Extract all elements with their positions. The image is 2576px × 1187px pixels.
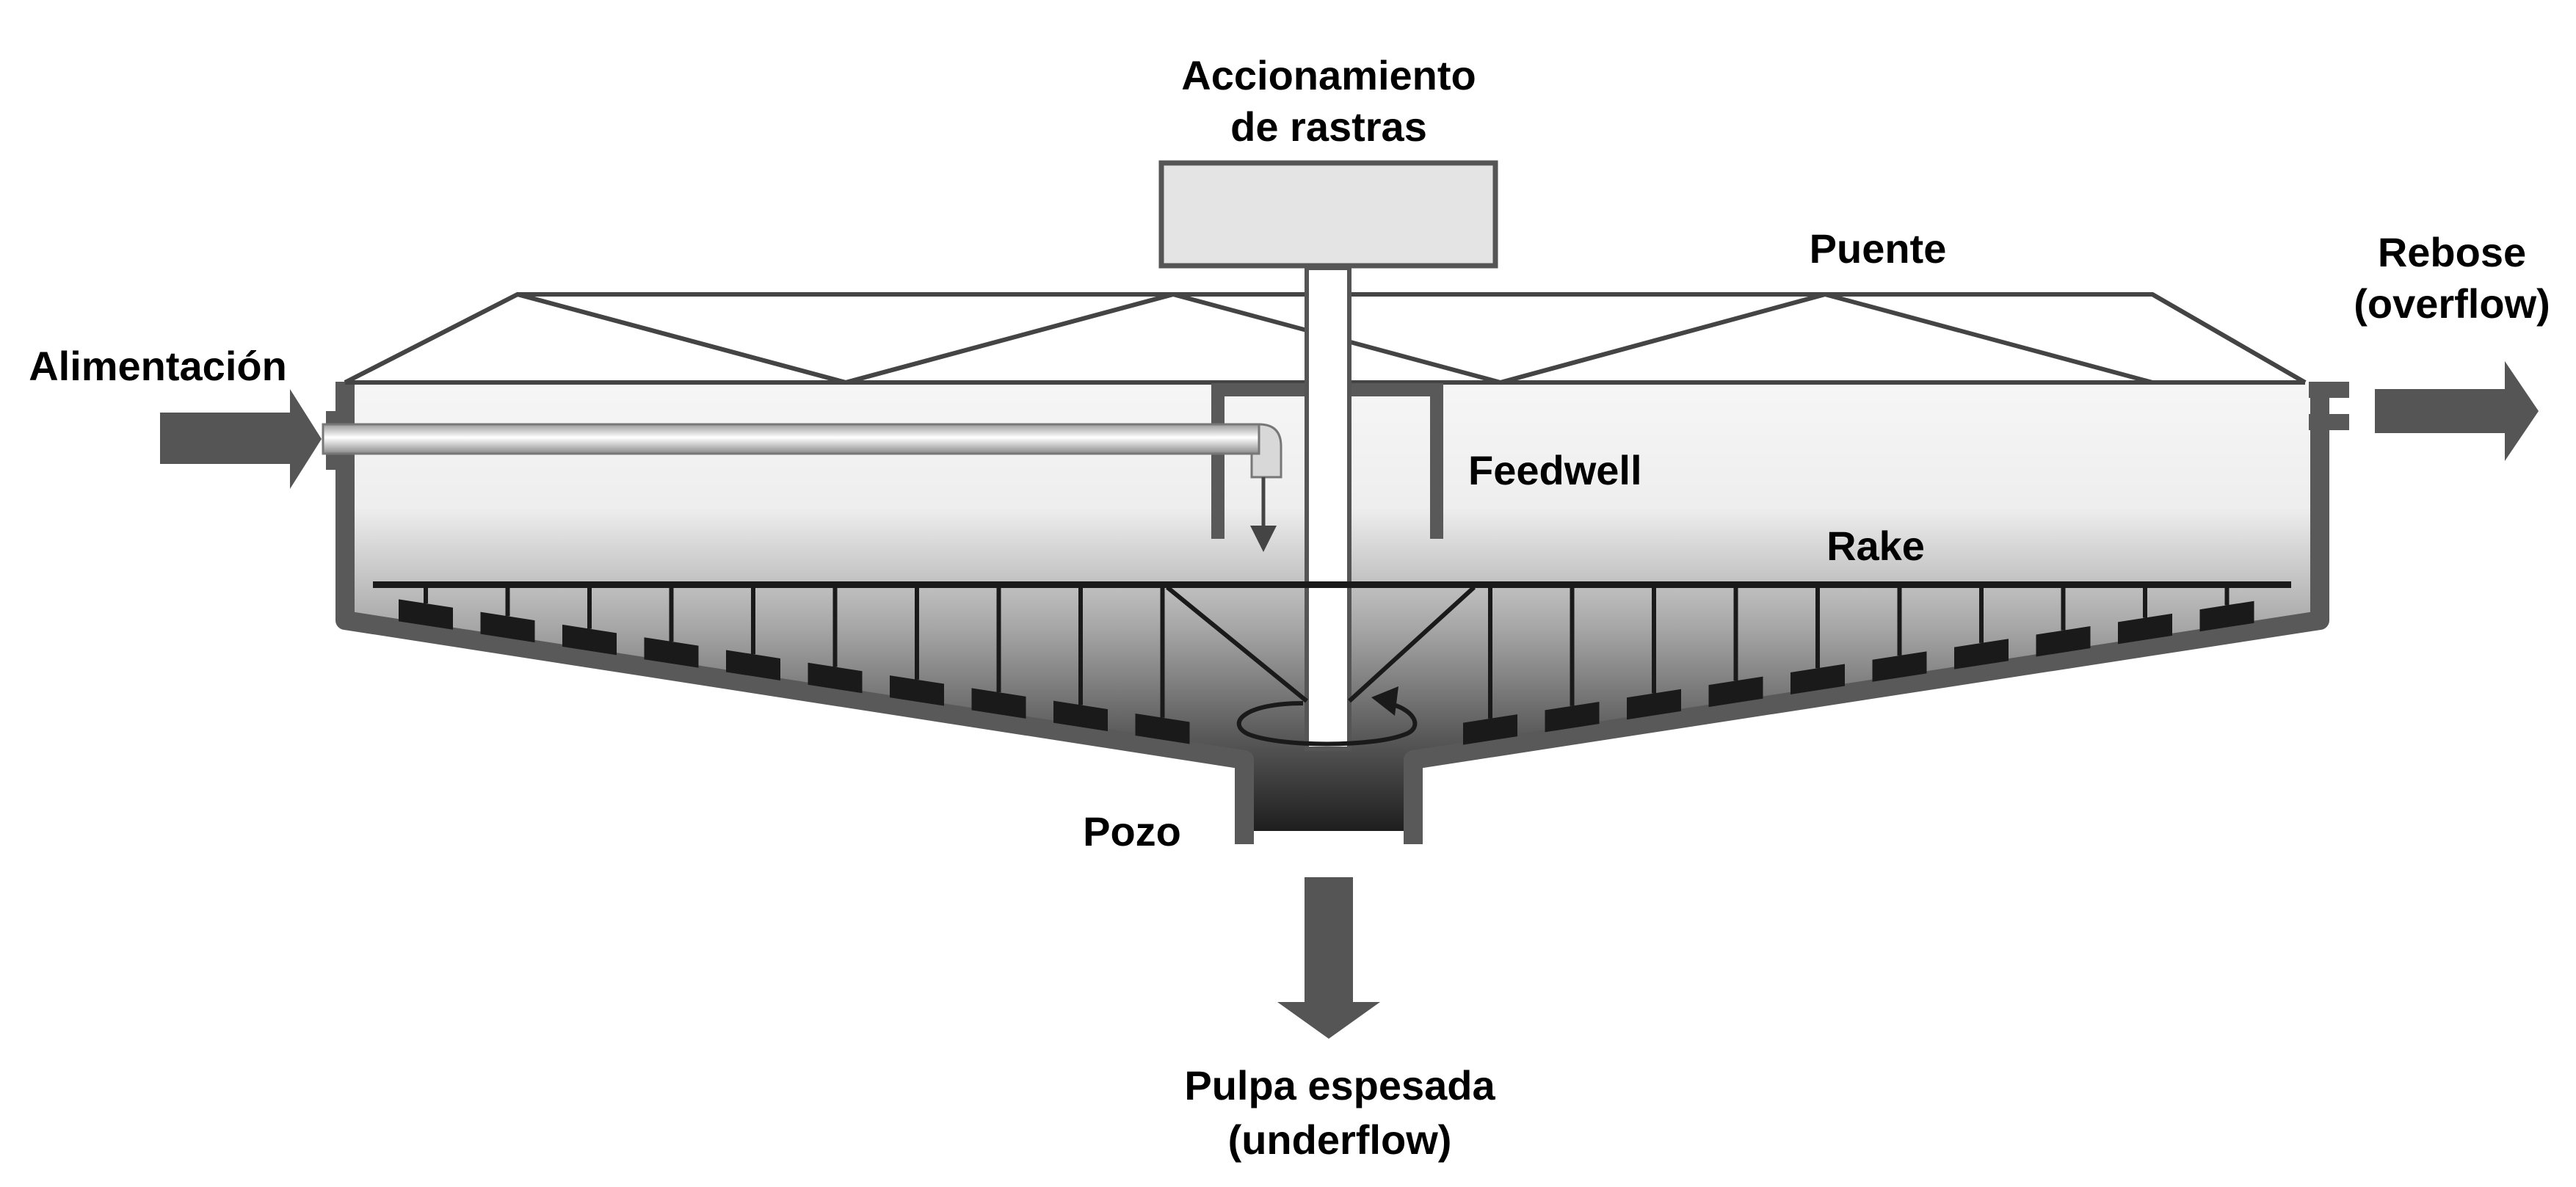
rake-label: Rake (1826, 523, 1925, 569)
overflow-arrow-icon (2375, 361, 2539, 461)
rake-blade (808, 662, 863, 694)
underflow-arrow-icon (1277, 877, 1380, 1039)
rake-blade (890, 675, 944, 706)
rake-blade (2036, 626, 2091, 657)
well-label: Pozo (1083, 808, 1181, 854)
feed-pipe (322, 423, 1282, 479)
rake-blade (1627, 689, 1681, 720)
overflow-outlet-upper (2309, 382, 2349, 398)
rake-blade (562, 624, 617, 656)
tank-wall (335, 382, 2329, 844)
bridge-label: Puente (1810, 225, 1947, 272)
rake-drive-box (1158, 160, 1498, 269)
underflow-label-line2: (underflow) (1228, 1117, 1452, 1163)
rake-blade (1545, 701, 1600, 733)
rake-blade (1135, 713, 1190, 744)
rake-blade (971, 688, 1026, 719)
rake-arm (373, 581, 2291, 745)
rake-blade (644, 637, 699, 668)
rake-blade (1872, 651, 1927, 682)
rake-blade (399, 599, 453, 630)
overflow-label-line2: (overflow) (2354, 280, 2550, 327)
rake-blade (1954, 639, 2009, 669)
rake-blade (1790, 664, 1845, 694)
drive-label-line2: de rastras (1230, 104, 1427, 150)
feedwell-label: Feedwell (1468, 447, 1642, 493)
feed-down-arrow-icon (1250, 477, 1277, 552)
rake-blade (1053, 700, 1108, 732)
rake-blade (2118, 613, 2172, 645)
drive-label-line1: Accionamiento (1181, 52, 1476, 98)
underflow-label-line1: Pulpa espesada (1184, 1062, 1495, 1108)
rake-blade (2199, 600, 2254, 632)
central-shaft (1305, 266, 1352, 751)
rake-blade (1708, 676, 1763, 708)
rake-blades (399, 587, 2254, 745)
rotation-arrow-icon (1236, 686, 1418, 747)
rake-blade (726, 650, 780, 680)
feed-arrow-icon (160, 389, 322, 489)
rake-blade (480, 611, 535, 643)
overflow-outlet-lower (2309, 414, 2349, 430)
rake-blade (1463, 714, 1517, 745)
feed-label: Alimentación (29, 343, 287, 389)
overflow-label-line1: Rebose (2378, 229, 2526, 275)
